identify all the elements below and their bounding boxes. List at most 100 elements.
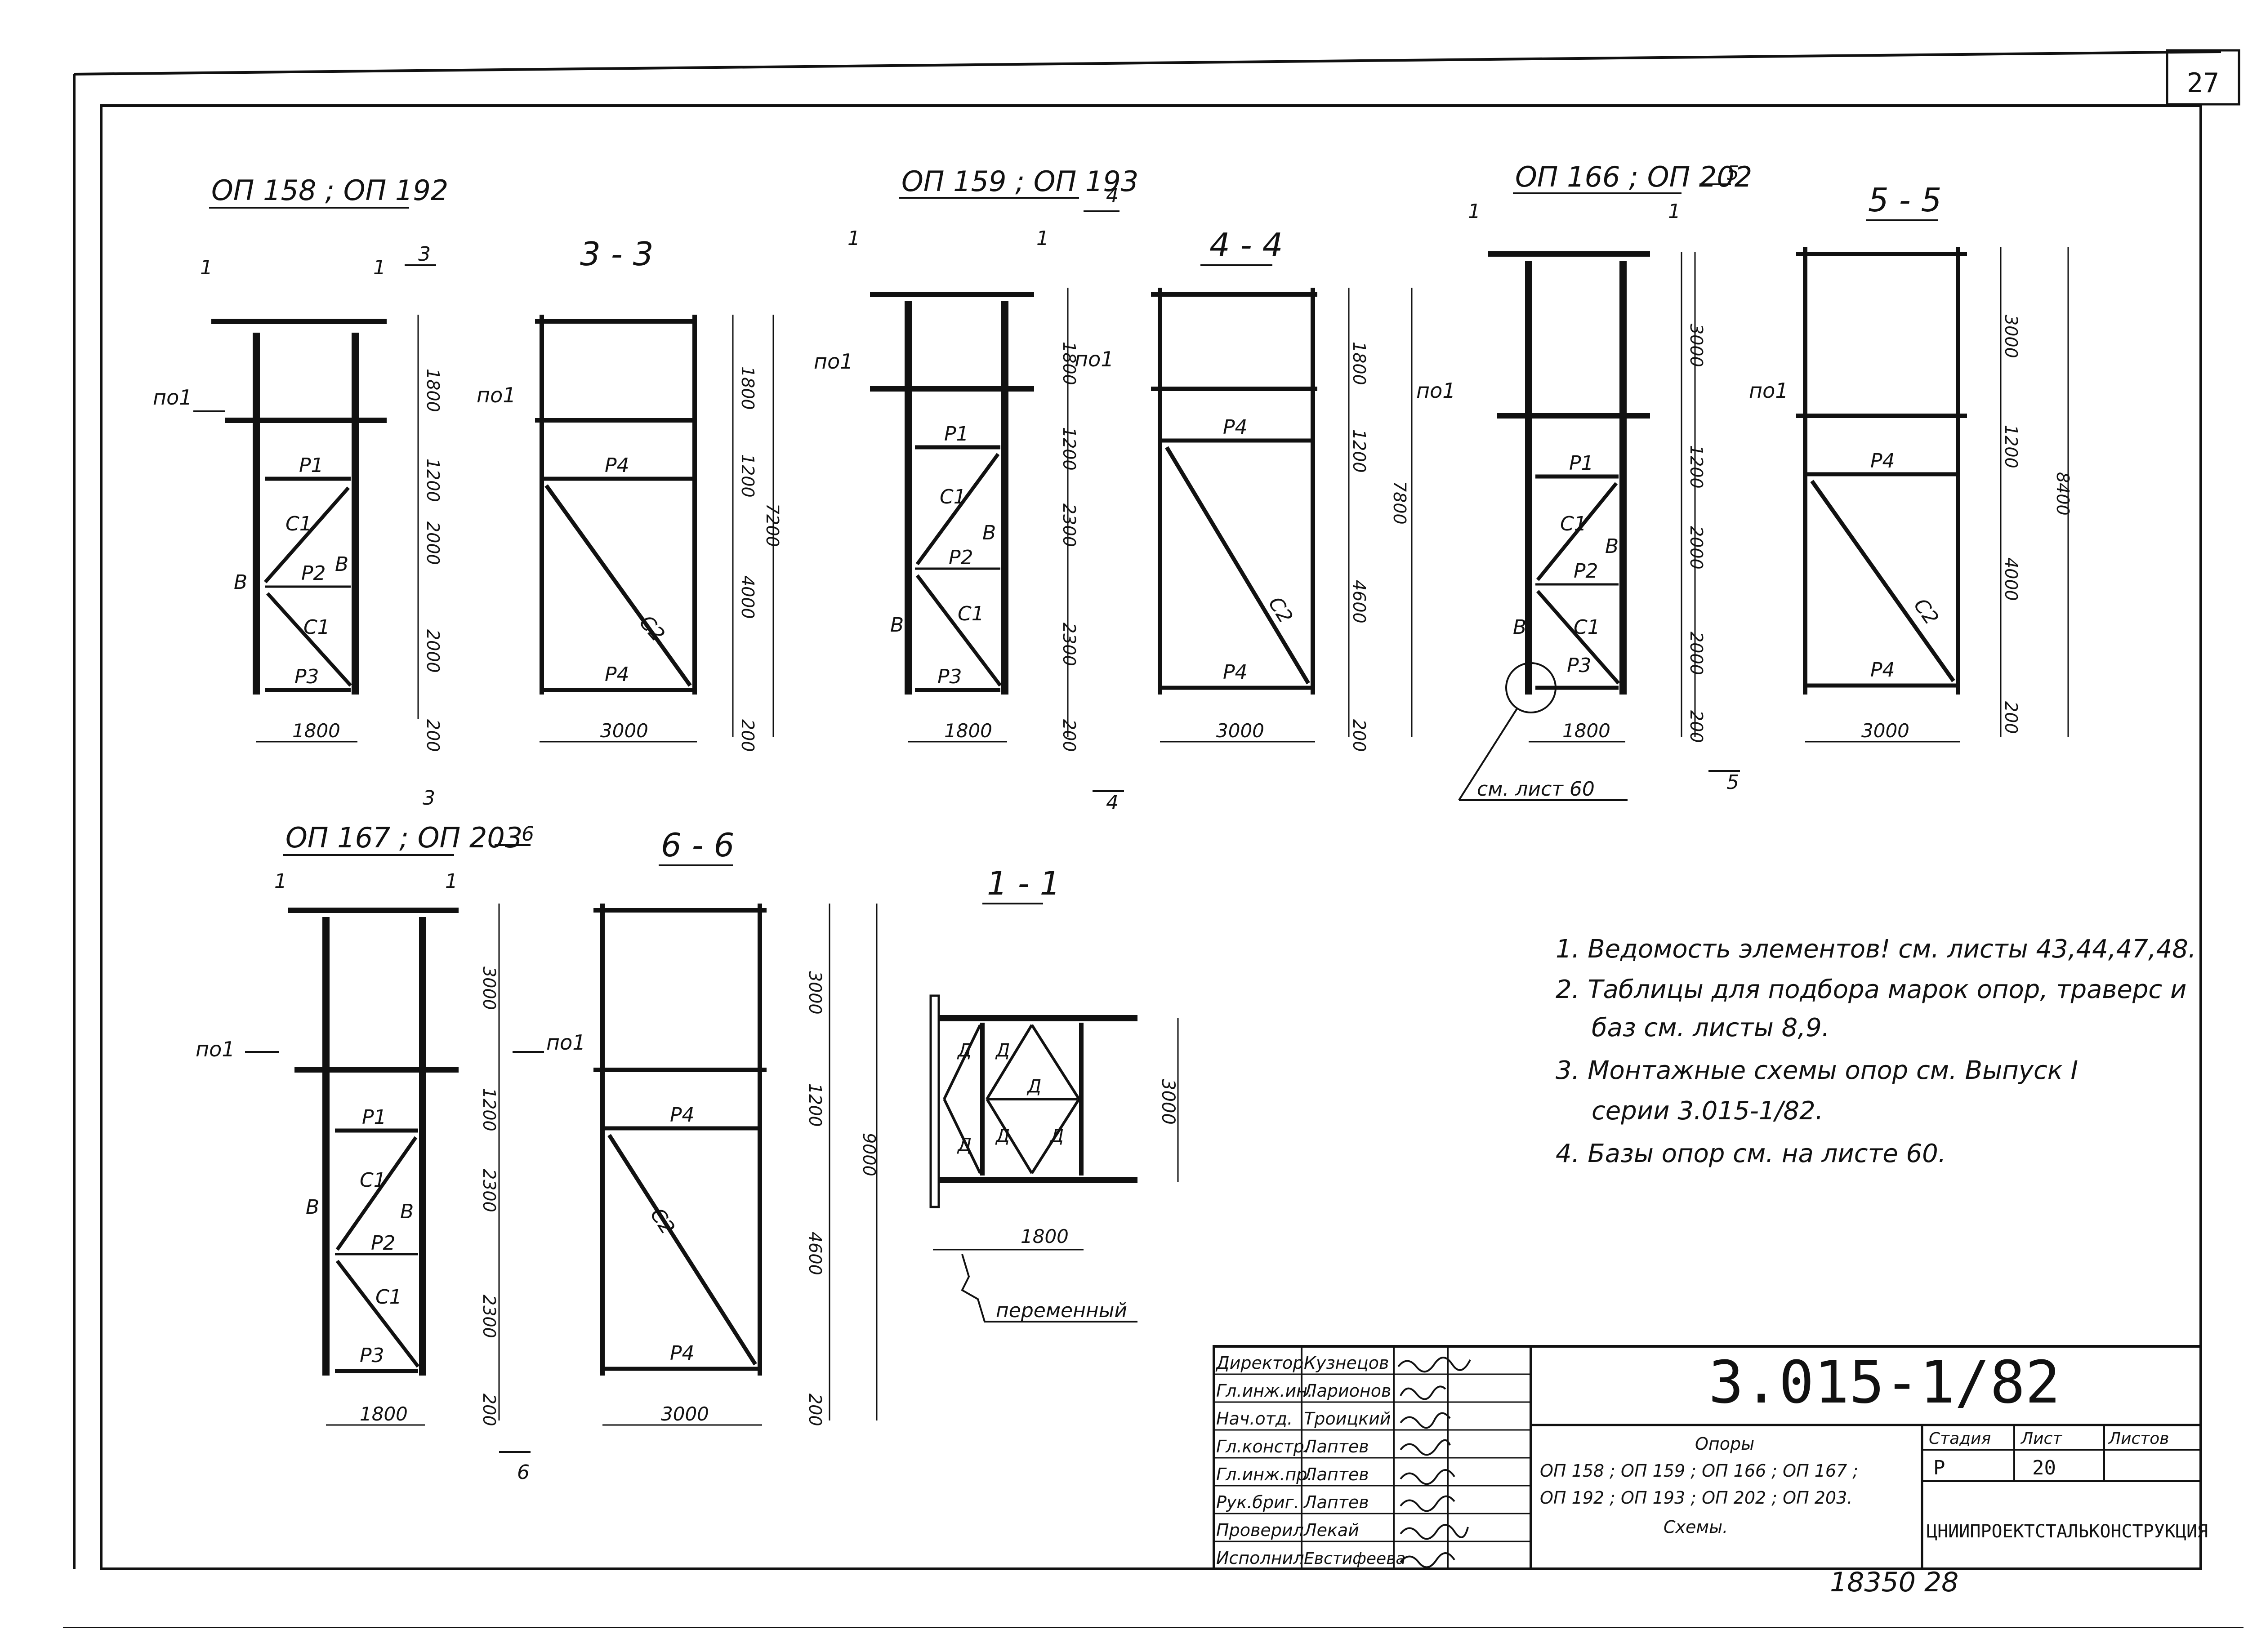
svg-text:4600: 4600 — [805, 1232, 825, 1275]
svg-text:С2: С2 — [1264, 593, 1297, 628]
signature-scribbles — [1397, 1357, 1471, 1568]
svg-text:Троицкий: Троицкий — [1304, 1409, 1391, 1429]
note-line: 2. Таблицы для подбора марок опор, траве… — [1556, 975, 2186, 1004]
svg-text:Р4: Р4 — [1223, 416, 1248, 439]
svg-text:В: В — [306, 1196, 319, 1219]
archive-number: 18350 28 — [1830, 1567, 1958, 1598]
frame-title: ОП 159 ; ОП 193 — [901, 165, 1138, 198]
svg-text:Р1: Р1 — [1569, 452, 1594, 475]
svg-text:Д: Д — [957, 1040, 972, 1061]
frame-op158: ОП 158 ; ОП 192 Р1 Р2 Р3 С1 С1 В В 1800 … — [153, 174, 516, 810]
section-title: 5 - 5 — [1868, 181, 1941, 219]
svg-text:200: 200 — [423, 719, 443, 752]
section-title: 3 - 3 — [580, 235, 653, 273]
svg-text:Р2: Р2 — [301, 562, 326, 585]
section-title: 4 - 4 — [1209, 226, 1283, 264]
svg-text:Р4: Р4 — [605, 454, 629, 477]
organization: ЦНИИПРОЕКТСТАЛЬКОНСТРУКЦИЯ — [1927, 1521, 2208, 1542]
document-code: 3.015-1/82 — [1708, 1348, 2061, 1416]
svg-text:В: В — [400, 1200, 414, 1223]
svg-text:Р3: Р3 — [294, 665, 319, 688]
svg-text:Опоры: Опоры — [1695, 1434, 1754, 1454]
svg-text:Лист: Лист — [2020, 1429, 2062, 1448]
svg-text:1200: 1200 — [1349, 429, 1369, 473]
note-line: 3. Монтажные схемы опор см. Выпуск I — [1556, 1056, 2078, 1085]
svg-text:3000: 3000 — [805, 971, 825, 1015]
svg-text:4: 4 — [1106, 791, 1119, 814]
svg-text:Ларионов: Ларионов — [1303, 1381, 1391, 1401]
svg-text:Р3: Р3 — [1567, 654, 1592, 677]
svg-text:Проверил: Проверил — [1216, 1520, 1304, 1540]
svg-text:Нач.отд.: Нач.отд. — [1216, 1409, 1293, 1429]
svg-text:1200: 1200 — [2001, 425, 2021, 468]
svg-text:1800: 1800 — [292, 720, 340, 742]
general-notes: 1. Ведомость элементов! см. листы 43,44,… — [1556, 935, 2196, 1168]
frame-op159: ОП 159 ; ОП 193 Р1 Р2 Р3 С1 С1 В В 1800 … — [814, 165, 1138, 814]
svg-text:Р2: Р2 — [949, 546, 973, 569]
svg-text:1: 1 — [373, 256, 386, 279]
svg-text:200: 200 — [2001, 701, 2021, 734]
svg-text:3000: 3000 — [1158, 1079, 1178, 1125]
svg-text:6: 6 — [522, 823, 534, 846]
svg-text:5: 5 — [1726, 162, 1739, 185]
svg-text:по1: по1 — [1416, 378, 1456, 403]
svg-text:Листов: Листов — [2108, 1429, 2169, 1448]
svg-text:С1: С1 — [285, 512, 312, 535]
stage-value: Р — [1933, 1456, 1945, 1479]
svg-text:2000: 2000 — [423, 629, 443, 673]
svg-text:1200: 1200 — [1059, 427, 1079, 471]
svg-text:1: 1 — [200, 256, 213, 279]
svg-text:1800: 1800 — [738, 366, 758, 410]
svg-text:3000: 3000 — [1686, 324, 1706, 367]
svg-text:Рук.бриг.: Рук.бриг. — [1216, 1492, 1299, 1512]
base-ref: см. лист 60 — [1477, 778, 1595, 801]
svg-text:1800: 1800 — [1349, 342, 1369, 385]
svg-text:Р4: Р4 — [670, 1104, 695, 1127]
svg-text:Р2: Р2 — [371, 1232, 396, 1255]
svg-text:В: В — [335, 553, 348, 576]
svg-text:2000: 2000 — [1686, 632, 1706, 675]
note-line: серии 3.015-1/82. — [1592, 1096, 1823, 1126]
svg-text:Лаптев: Лаптев — [1303, 1492, 1369, 1512]
svg-text:3000: 3000 — [479, 966, 499, 1010]
svg-text:1: 1 — [274, 870, 287, 893]
svg-text:Д: Д — [1026, 1076, 1041, 1097]
svg-text:200: 200 — [805, 1394, 825, 1426]
svg-text:Р4: Р4 — [605, 663, 629, 686]
svg-text:1800: 1800 — [423, 369, 443, 412]
svg-text:Р3: Р3 — [360, 1344, 384, 1367]
svg-text:7200: 7200 — [763, 503, 782, 547]
svg-text:В: В — [1513, 616, 1526, 639]
svg-text:Р1: Р1 — [299, 454, 324, 477]
svg-text:Р4: Р4 — [670, 1342, 695, 1365]
svg-text:200: 200 — [1349, 719, 1369, 752]
title-block-roles: Директор Гл.инж.ин. Нач.отд. Гл.констр. … — [1215, 1353, 1313, 1568]
svg-text:Р3: Р3 — [937, 665, 962, 688]
svg-text:2000: 2000 — [1686, 526, 1706, 570]
svg-text:4000: 4000 — [738, 575, 758, 619]
svg-text:С1: С1 — [958, 602, 984, 625]
svg-text:1800: 1800 — [944, 720, 992, 742]
svg-text:1200: 1200 — [738, 454, 758, 498]
svg-text:4600: 4600 — [1349, 580, 1369, 623]
svg-text:Гл.констр.: Гл.констр. — [1216, 1437, 1310, 1456]
svg-text:2300: 2300 — [1059, 503, 1079, 547]
svg-text:Кузнецов: Кузнецов — [1304, 1353, 1389, 1373]
svg-text:9000: 9000 — [859, 1133, 879, 1176]
svg-text:1: 1 — [1668, 200, 1681, 223]
svg-text:Р4: Р4 — [1870, 450, 1895, 472]
svg-text:1800: 1800 — [1021, 1225, 1069, 1247]
svg-text:С1: С1 — [360, 1169, 386, 1192]
svg-text:200: 200 — [738, 719, 758, 752]
svg-text:2300: 2300 — [479, 1295, 499, 1338]
plan-1-1: 1 - 1 Д Д Д Д Д Д 3000 1800 переменный — [929, 864, 1179, 1322]
svg-text:В: В — [1605, 535, 1619, 558]
svg-text:7800: 7800 — [1390, 481, 1409, 525]
svg-text:по1: по1 — [196, 1037, 235, 1061]
svg-text:Директор: Директор — [1215, 1353, 1303, 1373]
sheet-frame — [63, 50, 2244, 1628]
svg-text:Д: Д — [957, 1135, 972, 1155]
svg-text:Д: Д — [995, 1126, 1010, 1146]
svg-text:3: 3 — [423, 787, 435, 810]
svg-text:В: В — [234, 571, 247, 594]
